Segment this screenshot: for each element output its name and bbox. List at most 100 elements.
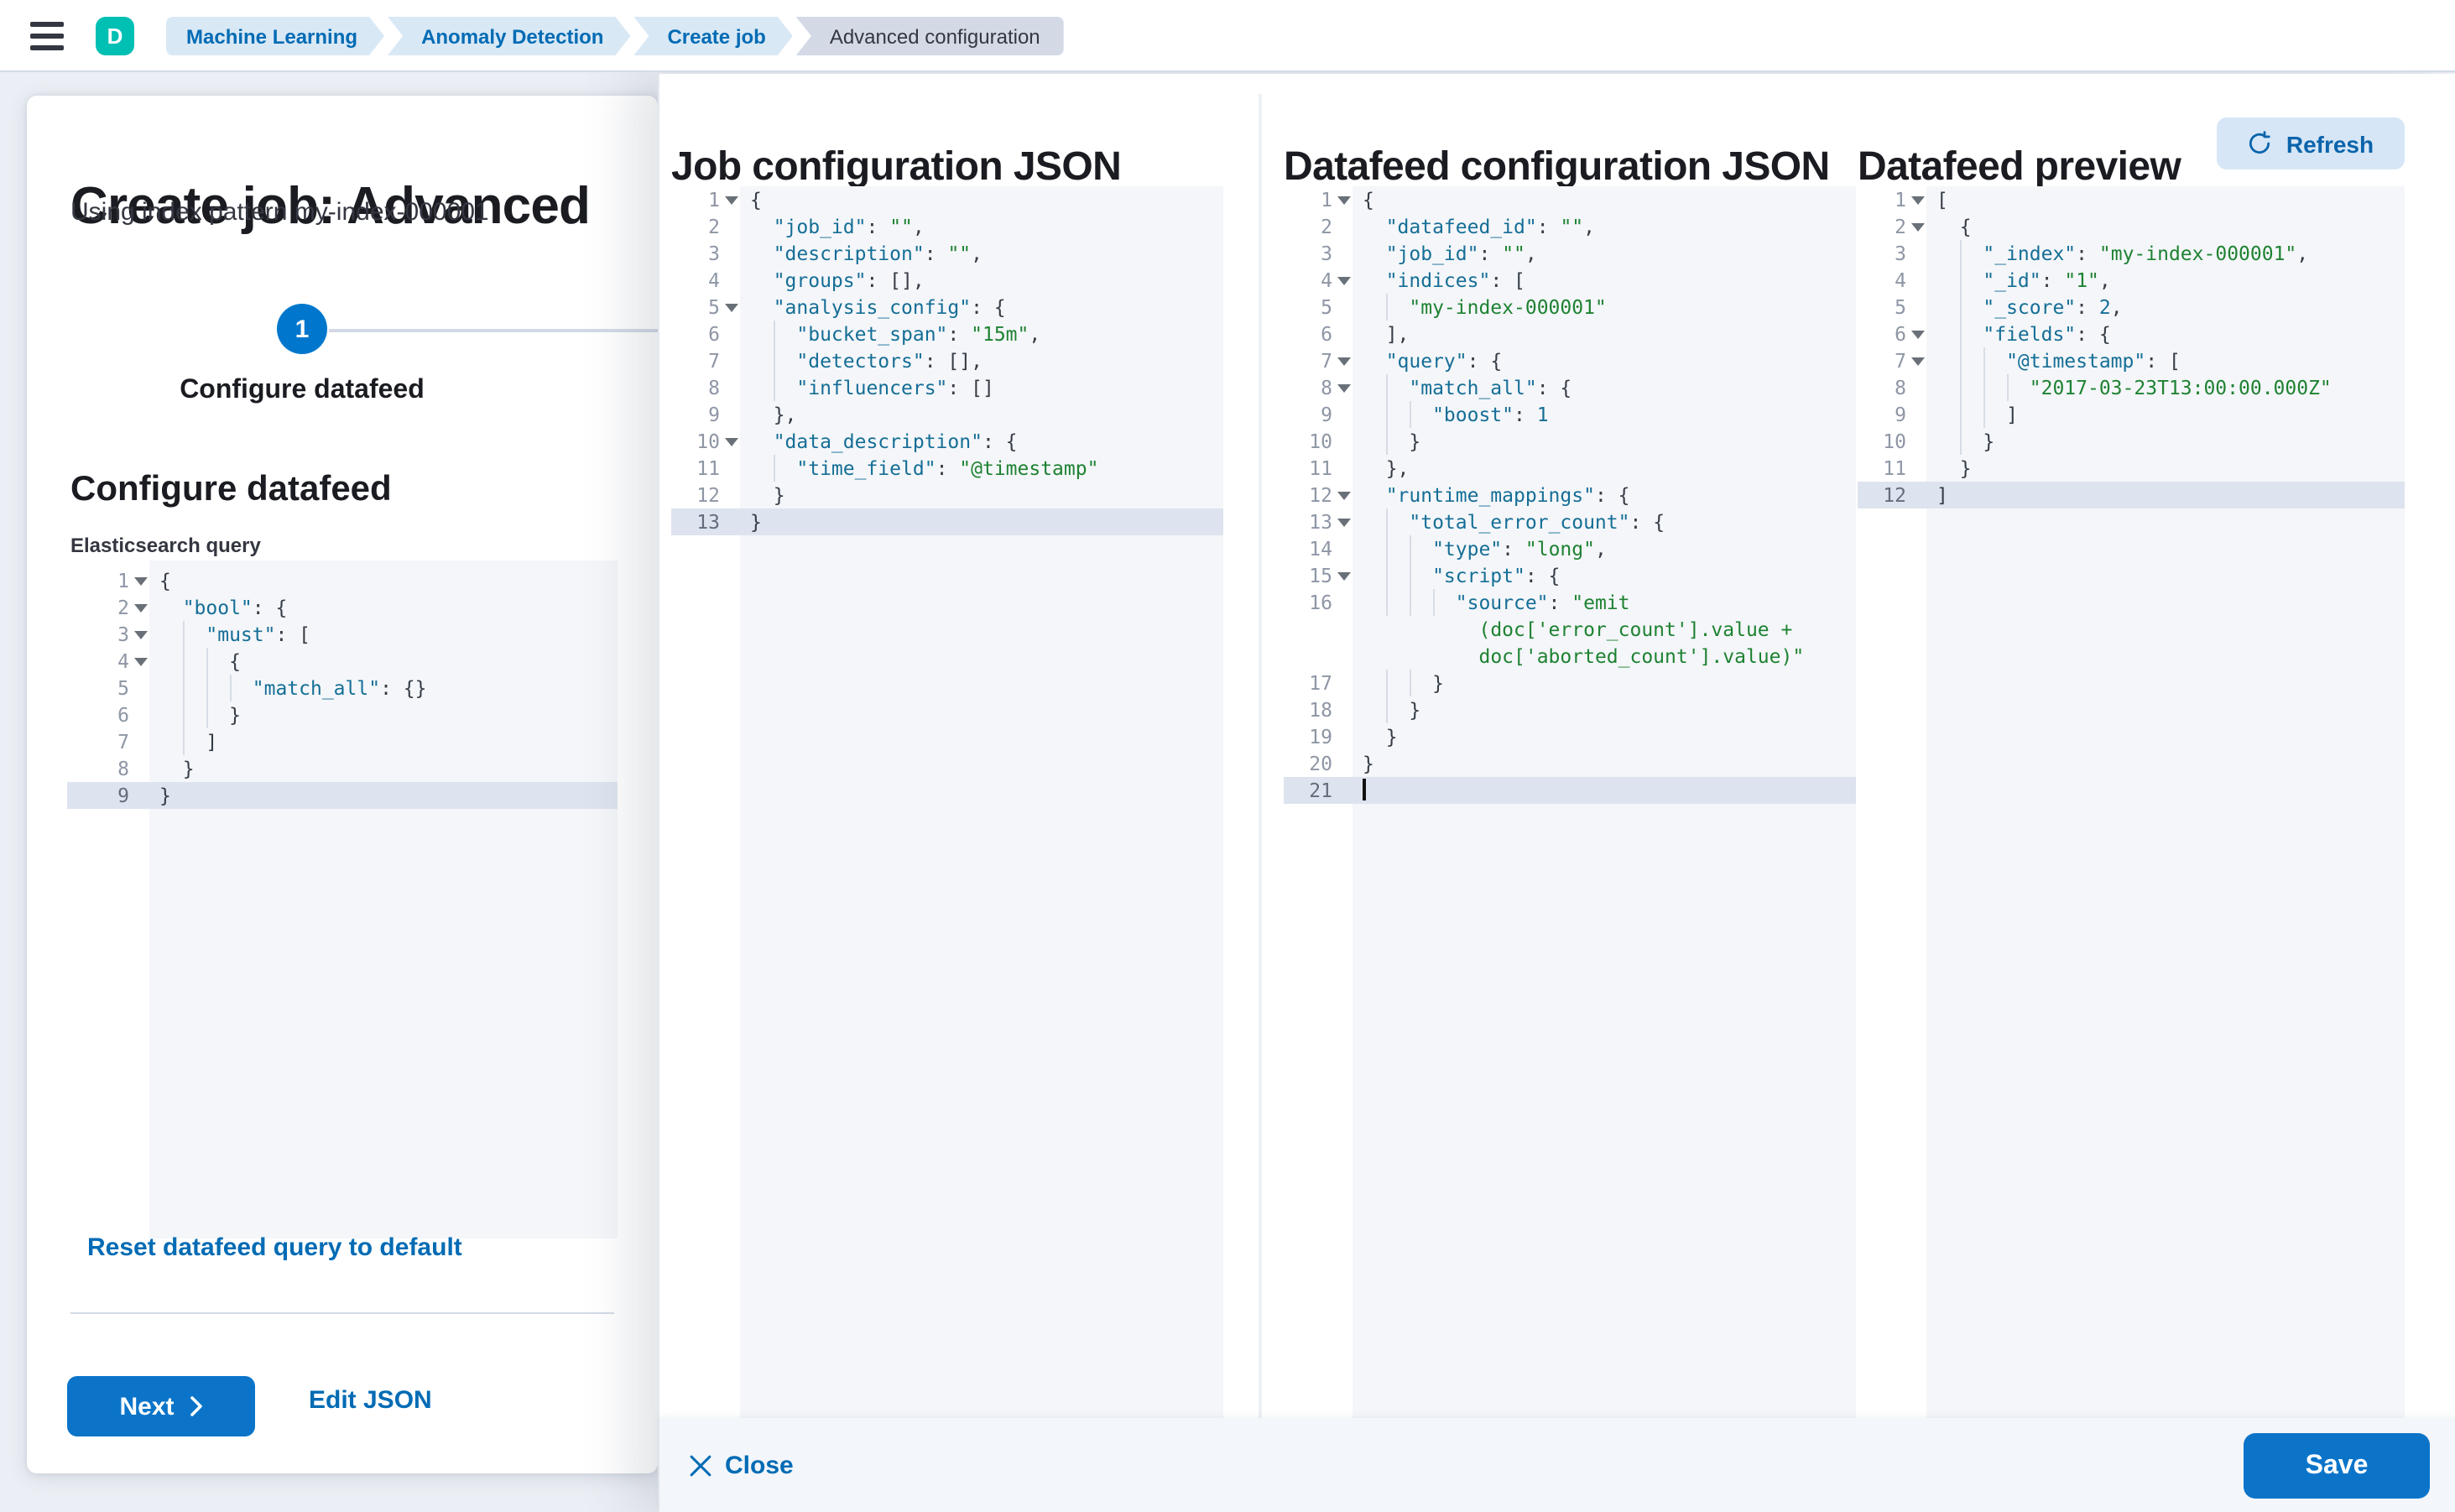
next-button[interactable]: Next (67, 1376, 255, 1436)
fold-toggle-icon[interactable] (134, 577, 148, 586)
space-avatar-badge[interactable]: D (96, 17, 134, 55)
code-line: "job_id": "", (773, 215, 925, 238)
gutter-line: 3 (1895, 242, 1906, 265)
code-line: }, (1385, 456, 1410, 480)
gutter-line: 10 (1309, 430, 1332, 453)
code-line: ] (1926, 401, 2405, 428)
page-title: Create job: Advanced (70, 175, 591, 235)
fold-toggle-icon[interactable] (1337, 384, 1351, 393)
step-1-label: Configure datafeed (180, 376, 425, 404)
gutter-line: 15 (1284, 562, 1353, 589)
gutter-line: 6 (117, 703, 129, 727)
fold-toggle-icon[interactable] (1337, 572, 1351, 581)
gutter-line: 4 (708, 269, 720, 292)
menu-hamburger-icon[interactable] (30, 22, 64, 50)
reset-datafeed-query-link[interactable]: Reset datafeed query to default (87, 1233, 462, 1262)
code-line: } (740, 508, 1223, 535)
gutter-line: 8 (1284, 374, 1353, 401)
code-line: "data_description": { (773, 430, 1018, 453)
fold-toggle-icon[interactable] (1911, 331, 1925, 339)
fold-toggle-icon[interactable] (725, 304, 738, 312)
gutter-line: 20 (1309, 752, 1332, 775)
code-line: ] (149, 728, 618, 755)
code-line: } (1363, 752, 1374, 775)
code-line: "2017-03-23T13:00:00.000Z" (1926, 374, 2405, 401)
code-line: "@timestamp": [ (1926, 347, 2405, 374)
fold-toggle-icon[interactable] (134, 604, 148, 613)
gutter-line: 5 (1895, 295, 1906, 319)
editor-code-area[interactable]: {"job_id": "","description": "","groups"… (740, 186, 1223, 1418)
code-line: "source": "emit (1353, 589, 1856, 616)
editor-code-area[interactable]: {"datafeed_id": "","job_id": "","indices… (1353, 186, 1856, 1418)
gutter-line: 6 (1858, 321, 1926, 347)
code-line: } (182, 757, 195, 780)
gutter-line: 4 (1895, 269, 1906, 292)
code-line: } (1926, 428, 2405, 455)
chevron-right-icon (190, 1396, 202, 1416)
code-line: "datafeed_id": "", (1385, 215, 1596, 238)
gutter-line: 1 (67, 567, 149, 594)
gutter-line: 8 (708, 376, 720, 399)
fold-toggle-icon[interactable] (1337, 196, 1351, 205)
code-line: } (1959, 456, 1972, 480)
code-line: "bool": { (182, 596, 288, 619)
fold-toggle-icon[interactable] (1911, 357, 1925, 366)
gutter-line: 9 (67, 782, 149, 809)
fold-toggle-icon[interactable] (725, 438, 738, 446)
editor-code-area[interactable]: [{"_index": "my-index-000001","_id": "1"… (1926, 186, 2405, 1418)
fold-toggle-icon[interactable] (1911, 223, 1925, 232)
gutter-line: 9 (1321, 403, 1332, 426)
close-button[interactable]: Close (680, 1449, 804, 1481)
code-line: ], (1385, 322, 1410, 346)
fold-toggle-icon[interactable] (1337, 492, 1351, 500)
create-job-wizard-panel: Create job: Advanced Using index pattern… (27, 96, 658, 1473)
editor-code-area[interactable]: {"bool": {"must": [{"match_all": {}}]}} (149, 560, 618, 1238)
edit-json-link[interactable]: Edit JSON (309, 1386, 432, 1415)
code-line: "_index": "my-index-000001", (1926, 240, 2405, 267)
fold-toggle-icon[interactable] (134, 631, 148, 639)
code-line: } (149, 782, 618, 809)
step-1-indicator[interactable]: 1 (277, 304, 327, 354)
code-line: "detectors": [], (740, 347, 1223, 374)
code-line: "description": "", (773, 242, 983, 265)
fold-toggle-icon[interactable] (1337, 519, 1351, 527)
code-line: { (750, 188, 762, 211)
gutter-line: 14 (1309, 537, 1332, 560)
fold-toggle-icon[interactable] (1911, 196, 1925, 205)
refresh-button[interactable]: Refresh (2217, 117, 2405, 169)
text-cursor (1363, 779, 1365, 800)
gutter-line: 7 (1858, 347, 1926, 374)
fold-toggle-icon[interactable] (1337, 277, 1351, 285)
breadcrumb-machine-learning[interactable]: Machine Learning (166, 17, 384, 55)
save-button[interactable]: Save (2244, 1433, 2430, 1499)
gutter-line: 2 (1858, 213, 1926, 240)
code-line: "_id": "1", (1926, 267, 2405, 294)
pane-resize-handle[interactable] (1259, 94, 1262, 1418)
breadcrumb-anomaly-detection[interactable]: Anomaly Detection (388, 17, 630, 55)
code-line: "query": { (1385, 349, 1503, 373)
gutter-line: 1 (1284, 186, 1353, 213)
breadcrumb-create-job[interactable]: Create job (633, 17, 792, 55)
job-config-title: Job configuration JSON (671, 143, 1122, 190)
gutter-line: 2 (1321, 215, 1332, 238)
fold-toggle-icon[interactable] (134, 658, 148, 666)
code-line: "my-index-000001" (1353, 294, 1856, 321)
gutter-line: 1 (671, 186, 740, 213)
fold-toggle-icon[interactable] (1337, 357, 1351, 366)
fold-toggle-icon[interactable] (725, 196, 738, 205)
gutter-line: 1 (1858, 186, 1926, 213)
gutter-line: 18 (1309, 698, 1332, 722)
section-title-configure-datafeed: Configure datafeed (70, 470, 392, 509)
elasticsearch-query-label: Elasticsearch query (70, 534, 261, 557)
gutter-line: 2 (708, 215, 720, 238)
gutter-line: 7 (117, 730, 129, 753)
